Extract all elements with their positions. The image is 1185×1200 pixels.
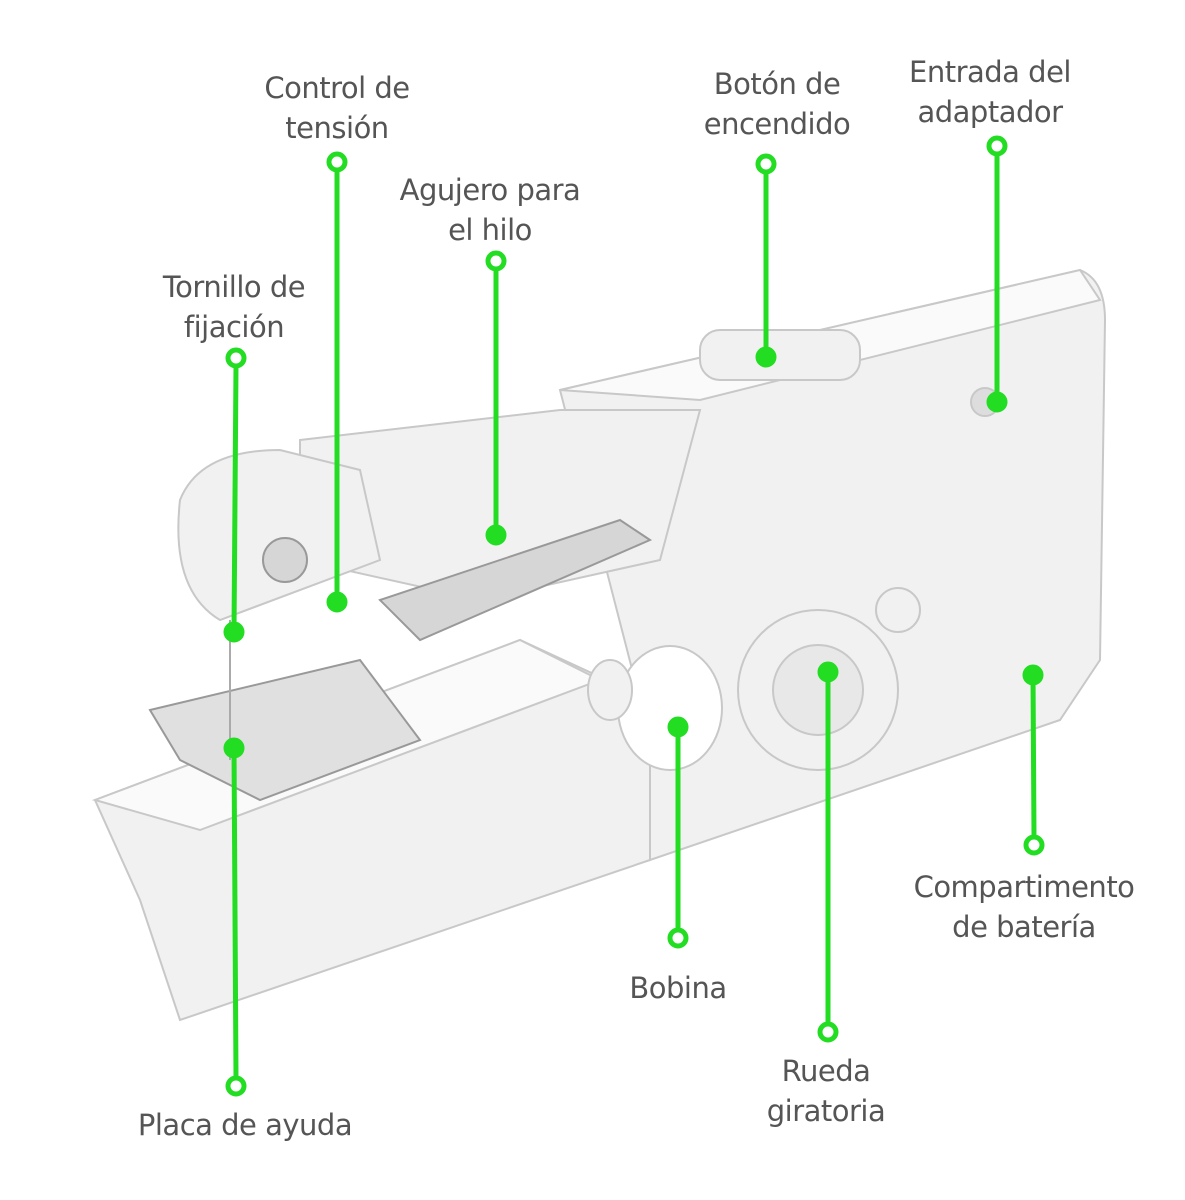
label-line: giratoria [766,1094,886,1128]
label-rotary-wheel: Rueda giratoria [767,1051,886,1131]
label-line: tensión [285,111,389,145]
callout-lines [223,135,1045,1097]
label-adapter-input: Entrada del adaptador [909,52,1071,132]
label-line: Compartimento [913,870,1135,904]
label-line: Tornillo de [162,270,306,304]
label-battery-compartment: Compartimento de batería [914,867,1135,947]
label-line: Entrada del [909,55,1071,89]
label-line: Agujero para [399,173,581,207]
label-bobbin: Bobina [629,968,727,1008]
power-button-shape [699,329,861,381]
label-line: fijación [183,310,285,344]
label-line: Bobina [629,971,727,1005]
bobbin-shape [617,645,723,771]
label-line: Control de [264,71,410,105]
label-line: el hilo [448,213,532,247]
head [177,448,382,622]
label-fixing-screw: Tornillo de fijación [162,267,306,347]
label-line: de batería [952,910,1096,944]
metal-arm [378,518,653,642]
label-thread-hole: Agujero para el hilo [400,170,581,250]
label-line: Rueda [781,1054,871,1088]
presser-plate [148,658,422,802]
label-line: Botón de [713,67,841,101]
label-line: encendido [703,107,851,141]
label-help-plate: Placa de ayuda [137,1105,353,1145]
label-power-button: Botón de encendido [704,64,851,144]
label-tension-control: Control de tensión [264,68,410,148]
label-line: Placa de ayuda [137,1108,353,1142]
label-line: adaptador [917,95,1063,129]
